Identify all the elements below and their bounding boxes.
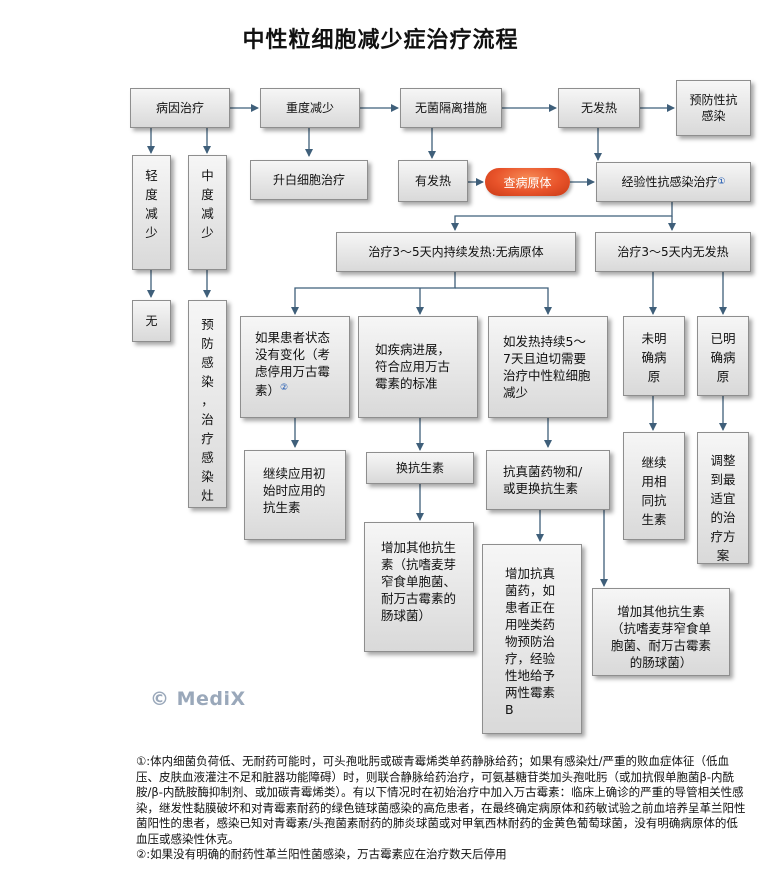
progress-node: 如疾病进展，符合应用万古霉素的标准 (358, 316, 478, 418)
moderate-reduction-node: 中度减少 (188, 155, 227, 270)
fever-node: 有发热 (398, 160, 468, 202)
note-ref-2: ② (280, 383, 289, 393)
no-change-node: 如果患者状态没有变化（考虑停用万古霉素）② (240, 316, 350, 418)
antifungal-switch-node: 抗真菌药物和/或更换抗生素 (486, 450, 610, 510)
no-fever-3-5-node: 治疗3～5天内无发热 (595, 232, 751, 272)
add-antifungal-node: 增加抗真菌药，如患者正在用唑类药物预防治疗，经验性地给予两性霉素B (482, 544, 582, 734)
note-ref-1: ① (717, 177, 726, 187)
footnote-2: ②:如果没有明确的耐药性革兰阳性菌感染，万古霉素应在治疗数天后停用 (136, 847, 507, 861)
add-other-antibiotic-node-1: 增加其他抗生素（抗嗜麦芽窄食单胞菌、耐万古霉素的肠球菌） (364, 522, 474, 652)
footnote-1: ①:体内细菌负荷低、无耐药可能时，可头孢吡肟或碳青霉烯类单药静脉给药；如果有感染… (136, 754, 746, 846)
continue-initial-node: 继续应用初始时应用的抗生素 (244, 450, 346, 540)
raise-wbc-node: 升白细胞治疗 (250, 160, 368, 200)
unknown-pathogen-node: 未明确病原 (623, 316, 685, 396)
medix-logo: © MediX (150, 688, 246, 710)
add-other-antibiotic-node-2: 增加其他抗生素（抗嗜麦芽窄食单胞菌、耐万古霉素的肠球菌） (592, 588, 730, 676)
find-pathogen-node: 查病原体 (485, 168, 570, 196)
prevent-treat-infection-node: 预防感染，治疗感染灶 (188, 300, 227, 508)
aseptic-isolation-node: 无菌隔离措施 (400, 88, 502, 128)
no-fever-node: 无发热 (558, 88, 640, 128)
known-pathogen-node: 已明确病原 (697, 316, 749, 396)
adjust-therapy-node: 调整到最适宜的治疗方案 (697, 432, 749, 564)
mild-reduction-node: 轻度减少 (132, 155, 171, 270)
cause-treatment-node: 病因治疗 (130, 88, 230, 128)
switch-antibiotic-node: 换抗生素 (366, 452, 474, 484)
none-node: 无 (132, 300, 171, 342)
footnotes: ①:体内细菌负荷低、无耐药可能时，可头孢吡肟或碳青霉烯类单药静脉给药；如果有感染… (136, 754, 748, 863)
prevent-infection-node: 预防性抗感染 (676, 80, 751, 136)
persistent-fever-node: 治疗3～5天内持续发热:无病原体 (336, 232, 576, 272)
continue-same-node: 继续用相同抗生素 (623, 432, 685, 540)
page-title: 中性粒细胞减少症治疗流程 (242, 27, 519, 53)
severe-reduction-node: 重度减少 (260, 88, 360, 128)
persist-fever-node: 如发热持续5～7天且迫切需要治疗中性粒细胞减少 (488, 316, 608, 418)
